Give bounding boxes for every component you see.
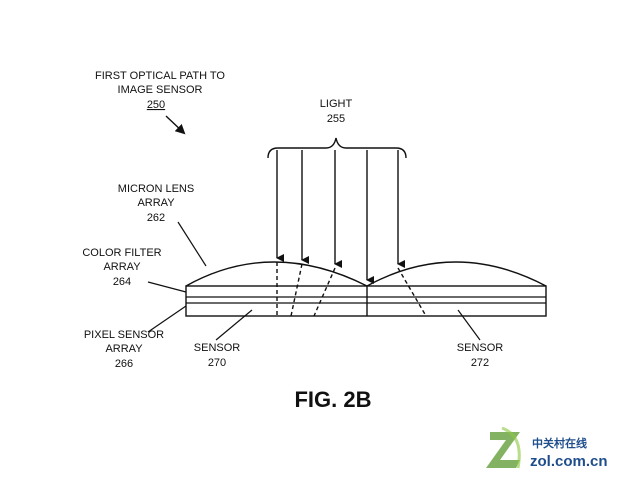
watermark-cn: 中关村在线 — [532, 436, 587, 450]
first-optical-path-label-line1: FIRST OPTICAL PATH TO — [95, 70, 225, 82]
first-optical-path-label-line2: IMAGE SENSOR — [118, 84, 203, 96]
pixel-sensor-leader — [147, 305, 187, 333]
zol-swoosh-icon — [501, 426, 521, 469]
figure-caption: FIG. 2B — [294, 387, 371, 412]
micron-lens-right — [366, 261, 547, 287]
micron-lens-left — [185, 261, 368, 287]
light-ref: 255 — [327, 113, 345, 125]
pixel-sensor-label-line1: PIXEL SENSOR — [84, 329, 164, 341]
zol-logo-icon — [486, 432, 520, 468]
refracted-ray — [397, 267, 427, 317]
color-filter-label-line1: COLOR FILTER — [82, 247, 161, 259]
sensor-right-leader — [457, 309, 481, 341]
micron-lens-label-line2: ARRAY — [137, 197, 175, 209]
first-optical-path-ref: 250 — [147, 99, 165, 111]
color-filter-label-line2: ARRAY — [103, 261, 141, 273]
color-filter-leader — [147, 281, 187, 293]
light-brace — [267, 137, 407, 159]
zol-watermark: 中关村在线 zol.com.cn — [486, 426, 608, 470]
sensor-left-label: SENSOR — [194, 342, 241, 354]
sensor-left-ref: 270 — [208, 357, 226, 369]
pixel-sensor-ref: 266 — [115, 358, 133, 370]
light-label: LIGHT — [320, 98, 353, 110]
first-optical-path-arrow — [165, 115, 186, 135]
micron-lens-ref: 262 — [147, 212, 165, 224]
watermark-en: zol.com.cn — [530, 453, 608, 470]
refracted-ray — [290, 263, 303, 317]
sensor-right-label: SENSOR — [457, 342, 504, 354]
pixel-sensor-label-line2: ARRAY — [105, 343, 143, 355]
refracted-ray — [313, 267, 336, 317]
sensor-left-leader — [215, 309, 253, 341]
sensor-right-ref: 272 — [471, 357, 489, 369]
sensor-stack — [185, 285, 547, 317]
color-filter-ref: 264 — [113, 276, 131, 288]
micron-lens-leader — [177, 221, 207, 267]
micron-lens-label-line1: MICRON LENS — [118, 183, 194, 195]
